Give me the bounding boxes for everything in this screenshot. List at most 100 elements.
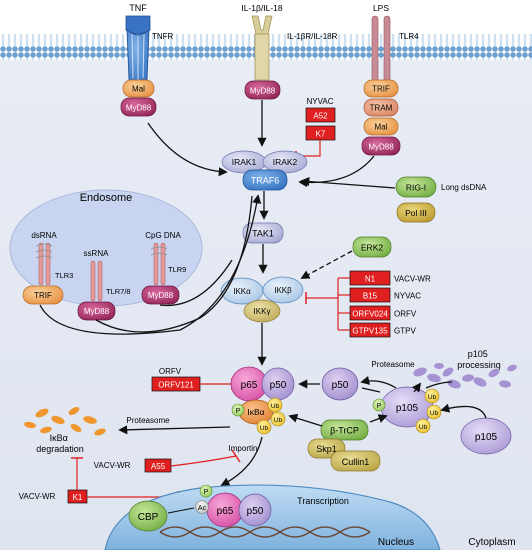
myd88-tlr78-label: MyD88 <box>84 307 110 316</box>
inhibitor-box-label: N1 <box>365 275 376 284</box>
inhibitor-virus-label: ORFV <box>394 310 417 319</box>
nuc-ac-label: Ac <box>198 505 207 512</box>
mal-tnf-node <box>122 79 155 98</box>
p65-label: p65 <box>241 380 258 391</box>
p105-ub-3 <box>415 418 431 434</box>
tlr4-label: TLR4 <box>399 32 419 41</box>
p105-p-label: P <box>377 403 382 410</box>
a55-vacv-label: VACV-WR <box>94 461 131 470</box>
tnf-receptor-group: TNF TNFR Mal MyD88 <box>120 3 174 117</box>
transcription-label: Transcription <box>297 496 349 506</box>
btrcp-node <box>320 419 369 441</box>
pol3-label: Pol III <box>405 208 427 218</box>
trif-endosome-node <box>22 285 64 305</box>
myd88-il1-label: MyD88 <box>250 87 276 96</box>
ub-3 <box>256 419 272 435</box>
tnf-ligand-shape <box>125 15 151 35</box>
myd88-tlr9-node <box>141 285 180 305</box>
p105-complex: p105 P Ub Ub Ub <box>372 386 442 434</box>
cpg-label: CpG DNA <box>145 231 181 240</box>
il1r-shape <box>254 33 270 81</box>
myd88-tlr4-label: MyD88 <box>368 143 394 152</box>
a52-box <box>305 107 336 123</box>
ikkb-node <box>262 276 304 304</box>
cullin1-label: Cullin1 <box>342 457 370 467</box>
myd88-il1-node <box>244 80 281 100</box>
nuc-p-label: P <box>204 489 209 496</box>
inhibitor-box-gtpv135 <box>349 322 391 338</box>
trif-tlr4-label: TRIF <box>372 85 390 94</box>
ikkg-node <box>243 299 281 323</box>
tnfr-label: TNFR <box>152 32 174 41</box>
dsrna-label: dsRNA <box>31 231 57 240</box>
p105-ub-3-label: Ub <box>419 424 428 431</box>
ub-1-label: Ub <box>271 403 280 410</box>
a55-label: A55 <box>151 462 166 471</box>
tak1-node <box>242 222 284 244</box>
ub-1 <box>267 397 283 413</box>
cbp-node <box>128 500 168 532</box>
nuc-p50-node <box>238 493 272 527</box>
endosome-group: Endosome dsRNA TLR3 TRIF ssRNA TLR7/8 My… <box>9 189 203 321</box>
tnf-label: TNF <box>129 3 147 13</box>
signaling-arrows-upper <box>39 100 396 366</box>
p105-b-label: p105 <box>475 432 498 443</box>
ub-2 <box>270 411 286 427</box>
inhibitor-virus-label: NYVAC <box>394 292 421 301</box>
nfkb-ikba-complex: p65 p50 IκBα P Ub Ub Ub <box>230 366 295 435</box>
p105-processing-fragments: Proteasome p105 processing <box>371 349 517 389</box>
inhibitor-virus-label: VACV-WR <box>394 275 431 284</box>
il1-label: IL-1β/IL-18 <box>241 3 283 13</box>
proteasome2-label: Proteasome <box>371 360 415 369</box>
ikba-degradation-label: IκBα degradation <box>36 433 84 454</box>
tak1-label: TAK1 <box>252 229 274 239</box>
rigi-pol3-group: RIG-I Long dsDNA Pol III <box>395 176 487 223</box>
importin-label: Importin <box>229 444 258 453</box>
endosome-title: Endosome <box>80 192 133 204</box>
rigi-node <box>395 176 437 198</box>
nuc-phospho <box>199 484 213 498</box>
irak-traf6-complex: IRAK1 IRAK2 TRAF6 <box>221 150 308 191</box>
ikba-p-label: P <box>236 408 241 415</box>
lps-label: LPS <box>373 3 389 13</box>
ikkb-label: IKKβ <box>274 286 292 295</box>
tlr3-label: TLR3 <box>55 271 73 280</box>
p105-ub-2-label: Ub <box>430 410 439 417</box>
p105-ub-1 <box>424 388 440 404</box>
erk2-label: ERK2 <box>361 243 383 253</box>
orfv121-inhibitor: ORFV ORFV121 <box>151 367 233 392</box>
myd88-tnf-label: MyD88 <box>126 104 152 113</box>
rigi-label: RIG-I <box>406 183 426 193</box>
ikka-label: IKKα <box>233 287 251 296</box>
inhibitor-box-b15 <box>349 287 391 303</box>
irak2-label: IRAK2 <box>273 157 298 167</box>
myd88-tnf-node <box>120 97 157 117</box>
cytoplasm-label: Cytoplasm <box>468 537 515 548</box>
k1-vacv-label: VACV-WR <box>19 492 56 501</box>
cbp-label: CBP <box>138 512 159 523</box>
irak1-label: IRAK1 <box>232 157 257 167</box>
trif-tlr4-node <box>363 79 399 98</box>
p50-label: p50 <box>270 380 287 391</box>
tlr9-label: TLR9 <box>168 265 186 274</box>
ssrna-label: ssRNA <box>84 249 110 258</box>
btrcp-label: β-TrCP <box>330 426 359 436</box>
nucleus-group: CBP p65 p50 P Ac Transcription Nucleus <box>104 484 441 551</box>
k7-label: K7 <box>316 130 326 139</box>
p50-free-label: p50 <box>332 380 349 391</box>
ikba-label: IκBα <box>247 407 264 417</box>
myd88-tlr9-label: MyD88 <box>148 291 174 300</box>
il1r-label: IL-1βR/IL-18R <box>287 32 338 41</box>
nyvac-top-label: NYVAC <box>307 97 334 106</box>
p105-phospho <box>372 398 386 412</box>
traf6-node <box>242 169 288 191</box>
tlr78-label: TLR7/8 <box>106 287 131 296</box>
orfv-label: ORFV <box>159 367 182 376</box>
k1-label: K1 <box>73 493 83 502</box>
nyvac-inhibitor-group: NYVAC A52 K7 <box>295 97 336 161</box>
tram-node <box>363 98 399 117</box>
inhibitor-box-orfv024 <box>349 305 391 321</box>
ub-3-label: Ub <box>260 425 269 432</box>
mal-tnf-label: Mal <box>132 85 145 94</box>
